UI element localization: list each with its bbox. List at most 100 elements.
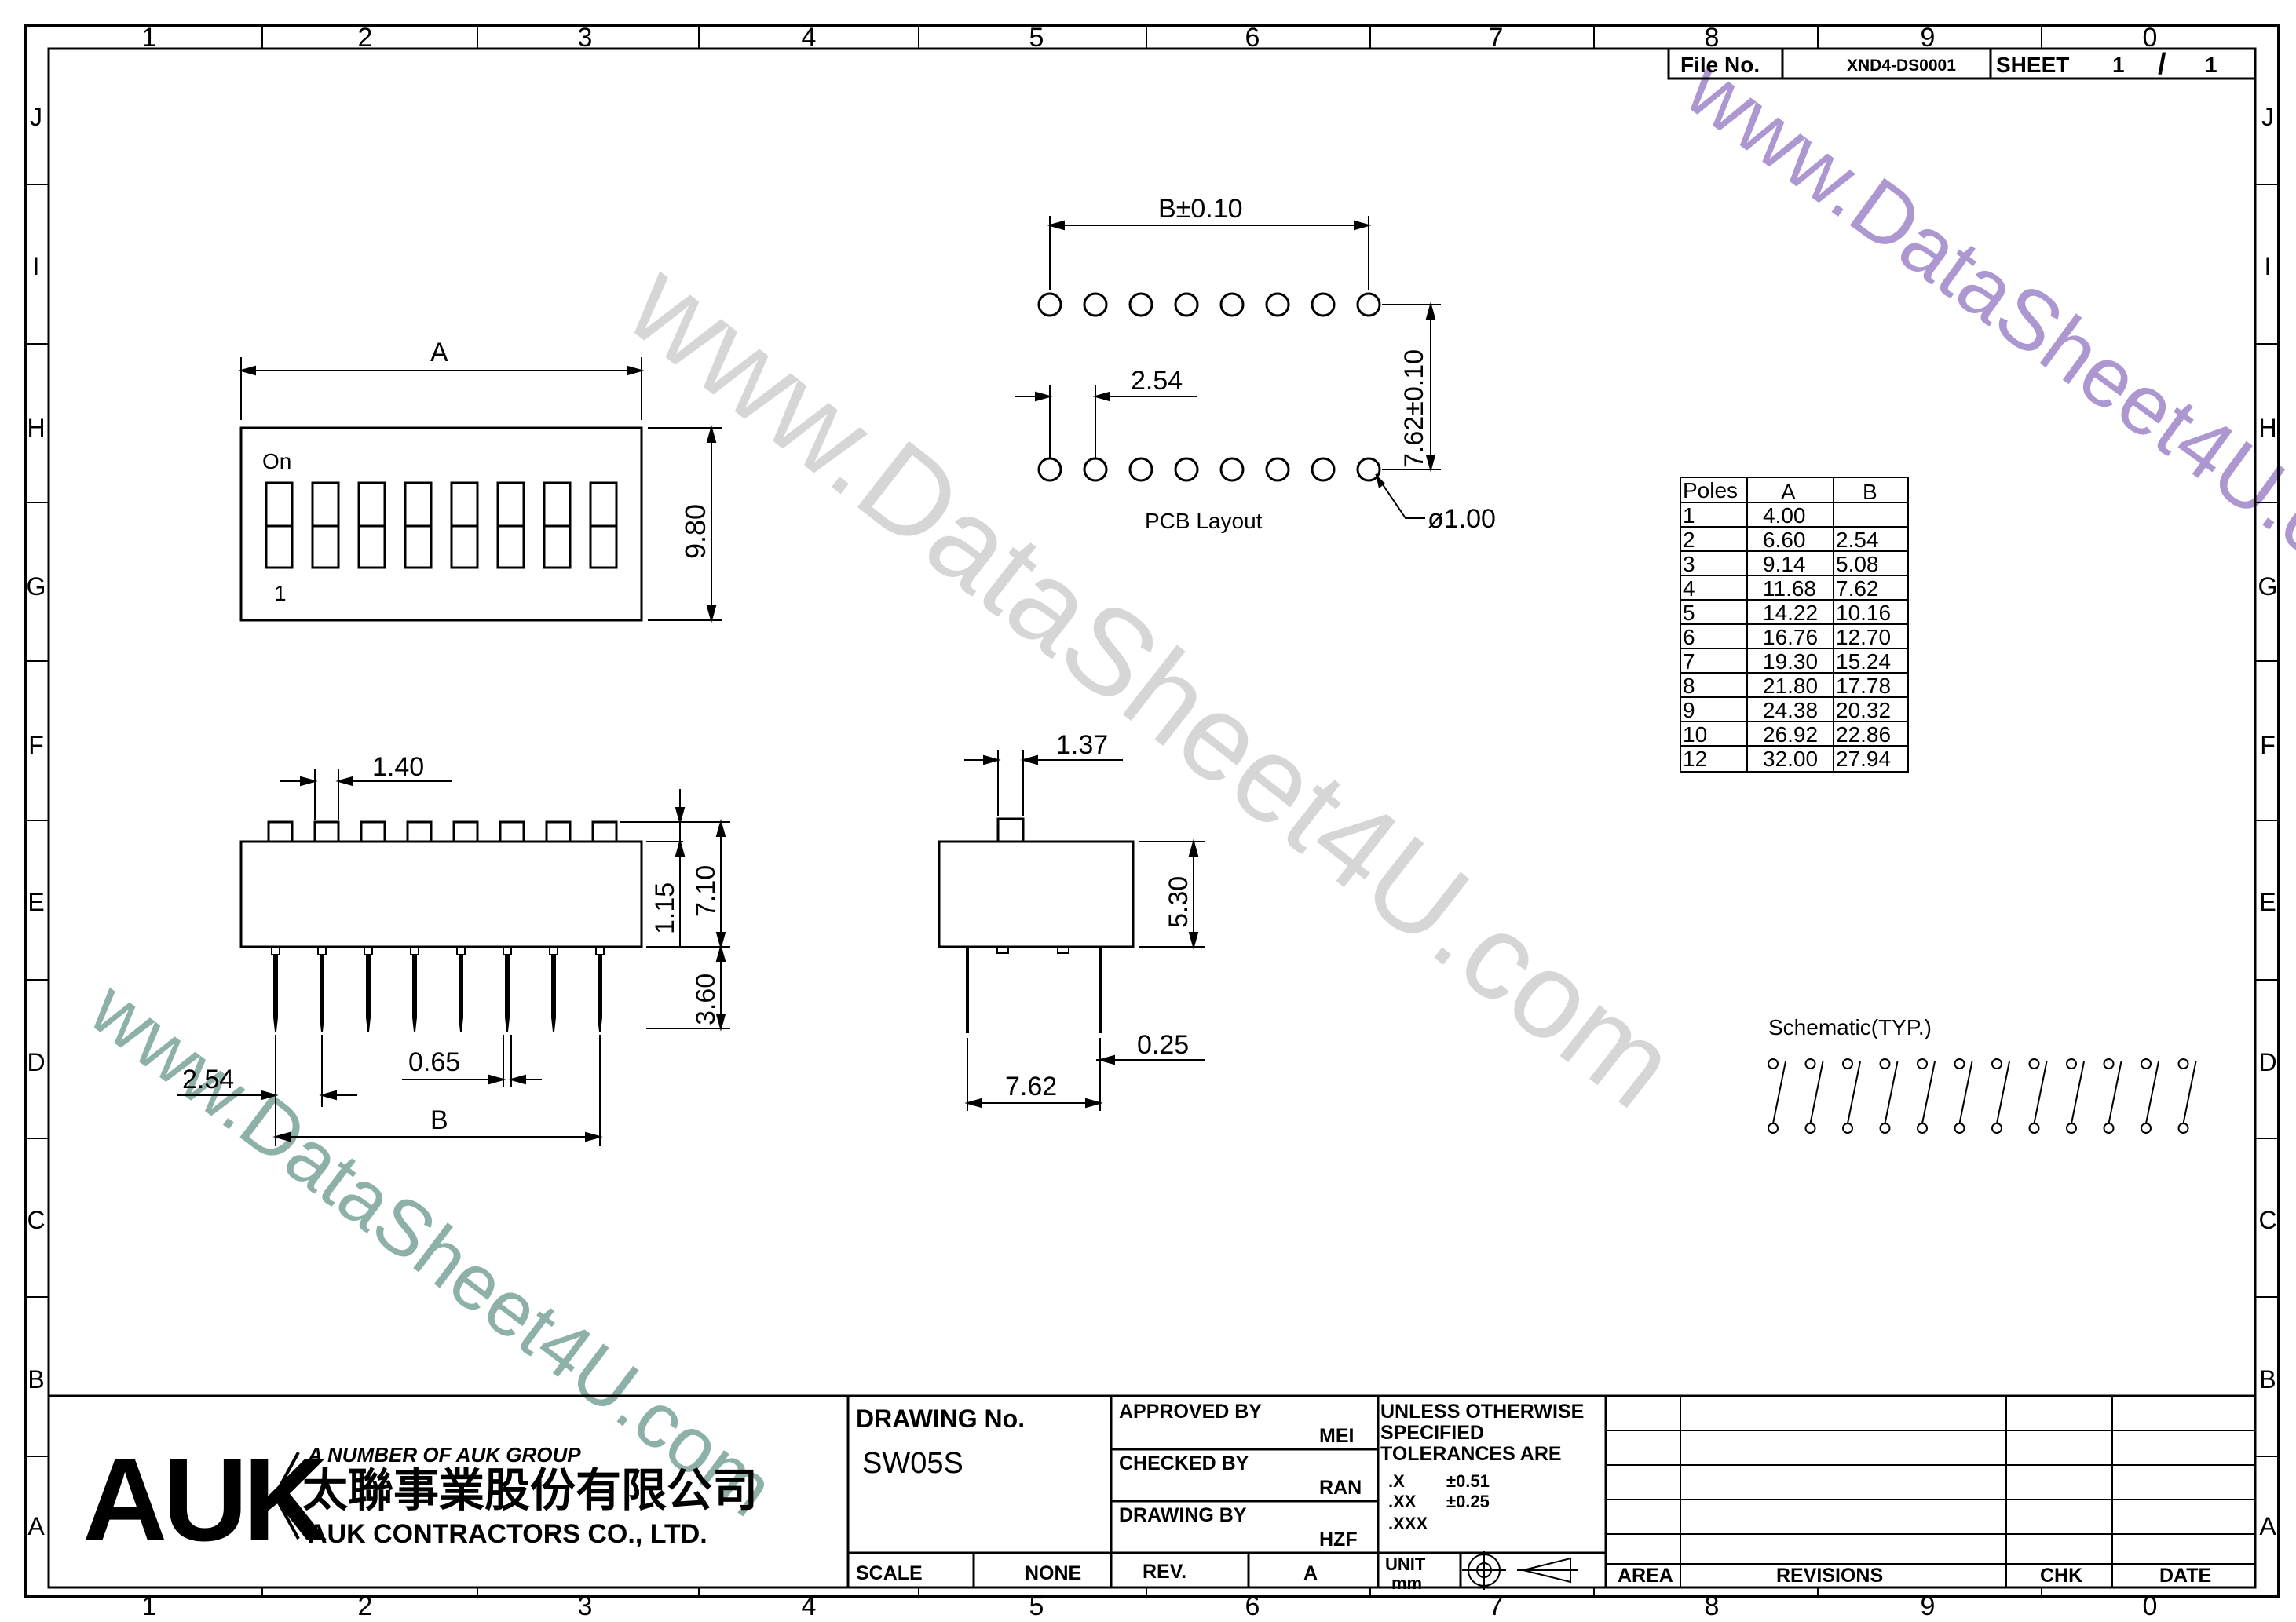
row-label: I — [2265, 252, 2272, 280]
rev-value: A — [1303, 1562, 1318, 1584]
table-cell-poles: 1 — [1683, 503, 1695, 528]
scale-label: SCALE — [856, 1562, 923, 1584]
col-label: 7 — [1489, 23, 1504, 53]
col-label: 8 — [1705, 23, 1720, 53]
drawing-by-label: DRAWING BY — [1119, 1504, 1247, 1526]
scale-value: NONE — [1025, 1562, 1081, 1584]
col-label: 9 — [1921, 1591, 1936, 1621]
tolerance-line2: SPECIFIED — [1380, 1422, 1484, 1444]
table-cell-a: 24.38 — [1763, 698, 1818, 722]
table-cell-a: 6.60 — [1763, 528, 1806, 552]
group-line: A NUMBER OF AUK GROUP — [307, 1443, 581, 1467]
front-view: 1.40 1.15 7.10 3.60 2.54 — [177, 752, 730, 1146]
col-label: 0 — [2143, 23, 2158, 53]
tolerance-x: .X — [1388, 1471, 1405, 1491]
row-label: G — [2258, 572, 2278, 601]
switch-windows — [265, 481, 618, 569]
row-label: J — [30, 103, 42, 131]
auk-logo: AUK — [82, 1434, 327, 1565]
row-label: F — [28, 731, 44, 759]
row-label: H — [27, 414, 45, 442]
checked-value: RAN — [1319, 1477, 1362, 1499]
col-label: 0 — [2143, 1591, 2158, 1621]
pcb-holes-bottom — [1037, 457, 1381, 482]
table-cell-b: 5.08 — [1836, 552, 1879, 576]
col-label: 7 — [1489, 1591, 1504, 1621]
dim-0-25: 0.25 — [1137, 1030, 1189, 1060]
row-label: I — [33, 252, 40, 280]
col-label: 4 — [802, 1591, 817, 1621]
row-label: B — [27, 1365, 44, 1394]
unit-label: UNIT — [1385, 1554, 1426, 1574]
table-cell-b: 17.78 — [1836, 674, 1891, 698]
dim-height: 9.80 — [679, 504, 711, 559]
drawing-no-value: SW05S — [862, 1447, 963, 1480]
row-label: D — [27, 1048, 45, 1076]
dim-b-front: B — [430, 1105, 448, 1135]
table-cell-b: 12.70 — [1836, 625, 1891, 649]
switch-symbol-icon — [2177, 1058, 2197, 1134]
tolerance-xxx: .XXX — [1388, 1514, 1428, 1533]
switch-symbol-icon — [1879, 1058, 1899, 1134]
col-label: 2 — [358, 23, 373, 53]
dim-3-60: 3.60 — [691, 974, 721, 1025]
col-label: 5 — [1029, 1591, 1044, 1621]
approved-value: MEI — [1319, 1425, 1354, 1447]
pcb-dim-pitch: 2.54 — [1131, 366, 1183, 396]
table-header: Poles — [1683, 478, 1738, 502]
switch-symbol-icon — [2103, 1058, 2122, 1134]
col-label: 9 — [1921, 23, 1936, 53]
sheet-label: SHEET — [1996, 53, 2069, 77]
dim-1-15: 1.15 — [650, 882, 680, 934]
switch-symbol-icon — [2066, 1058, 2085, 1134]
table-cell-b: 10.16 — [1836, 601, 1891, 625]
row-label: B — [2259, 1365, 2276, 1394]
tolerance-x-value: ±0.51 — [1446, 1471, 1490, 1491]
table-cell-a: 16.76 — [1763, 625, 1818, 649]
table-cell-a: 21.80 — [1763, 674, 1818, 698]
table-cell-b: 7.62 — [1836, 576, 1879, 601]
table-cell-b: 15.24 — [1836, 649, 1891, 674]
table-cell-b: 20.32 — [1836, 698, 1891, 722]
table-cell-poles: 8 — [1683, 674, 1695, 698]
switch-symbol-icon — [2028, 1058, 2048, 1134]
row-label: A — [2259, 1512, 2276, 1540]
pcb-holes-top — [1037, 292, 1381, 317]
row-label: C — [27, 1206, 45, 1234]
table-cell-a: 14.22 — [1763, 601, 1818, 625]
table-header: A — [1781, 480, 1796, 504]
area-label: AREA — [1618, 1565, 1673, 1587]
sheet-sep: / — [2158, 48, 2166, 81]
switch-symbol-icon — [1804, 1058, 1824, 1134]
row-label: E — [2259, 888, 2276, 916]
row-label: C — [2258, 1206, 2276, 1234]
table-cell-b: 22.86 — [1836, 722, 1891, 747]
table-cell-poles: 3 — [1683, 552, 1695, 576]
table-cell-poles: 5 — [1683, 601, 1695, 625]
row-label: G — [27, 572, 46, 601]
col-label: 6 — [1245, 23, 1260, 53]
col-label: 6 — [1245, 1591, 1260, 1621]
table-header: B — [1863, 480, 1877, 504]
drawing-by-value: HZF — [1319, 1529, 1358, 1551]
sheet-current: 1 — [2112, 53, 2125, 77]
title-block: AUK A NUMBER OF AUK GROUP 太聯事業股份有限公司 AUK… — [49, 1394, 2255, 1593]
row-label: H — [2258, 414, 2276, 442]
dim-actuator-width: 1.40 — [372, 752, 424, 782]
side-view: 1.37 5.30 0.25 7.62 — [938, 730, 1205, 1111]
front-pins — [271, 946, 605, 1032]
schematic: Schematic(TYP.) — [1768, 1015, 2197, 1134]
table-cell-a: 26.92 — [1763, 722, 1818, 747]
company-name-en: AUK CONTRACTORS CO., LTD. — [308, 1519, 707, 1549]
top-view: On 1 A 9.80 — [238, 338, 722, 623]
switch-symbol-icon — [2141, 1058, 2159, 1134]
table-cell-a: 32.00 — [1763, 747, 1818, 771]
pcb-dim-row: 7.62±0.10 — [1399, 349, 1429, 468]
switch-symbol-icon — [1842, 1058, 1861, 1134]
pcb-dim-b: B±0.10 — [1158, 194, 1243, 224]
dim-pin-width: 0.65 — [408, 1047, 460, 1077]
revisions-label: REVISIONS — [1776, 1565, 1883, 1587]
col-label: 5 — [1029, 23, 1044, 53]
company-name-cn: 太聯事業股份有限公司 — [302, 1465, 758, 1516]
sheet-border: 1 2 3 4 5 6 7 8 9 0 1 2 3 4 5 6 7 8 9 0 … — [24, 23, 2280, 1621]
